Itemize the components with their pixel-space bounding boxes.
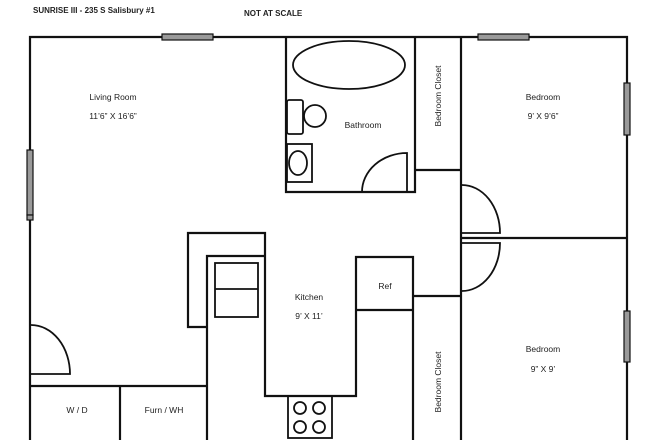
kitchen-size: 9’ X 11’	[295, 311, 323, 321]
window-left-lower	[26, 214, 34, 221]
windows	[26, 33, 631, 363]
closet-top-label: Bedroom Closet	[433, 65, 443, 127]
toilet-bowl-icon	[303, 104, 327, 128]
window-top-left	[161, 33, 214, 41]
bedroom-bottom-size: 9” X 9’	[531, 364, 556, 374]
living-room-size: 11’6” X 16’6”	[89, 111, 137, 121]
window-right-top	[623, 82, 631, 136]
toilet-tank-icon	[286, 99, 304, 135]
entry-door-swing-icon	[30, 324, 71, 375]
laundry	[30, 324, 207, 440]
bedroom-top-size: 9’ X 9’6”	[528, 111, 559, 121]
window-top-right	[477, 33, 530, 41]
kitchen-label: Kitchen	[295, 292, 324, 302]
ref-label: Ref	[378, 281, 392, 291]
kitchen	[186, 231, 415, 440]
furn-label: Furn / WH	[145, 405, 184, 415]
bathtub-icon	[292, 40, 406, 90]
window-left	[26, 149, 34, 216]
living-room-label: Living Room	[89, 92, 136, 102]
closet-bottom-label: Bedroom Closet	[433, 351, 443, 413]
sink-icon	[286, 143, 313, 183]
room-labels: Living Room 11’6” X 16’6” Bathroom Bedro…	[66, 65, 560, 415]
closets-and-bedrooms	[413, 37, 627, 440]
double-sink-icon	[214, 262, 259, 318]
plan-title: SUNRISE III - 235 S Salisbury #1	[33, 6, 155, 15]
stove-icon	[287, 395, 333, 439]
bedroom-bottom-label: Bedroom	[526, 344, 561, 354]
bedroom-top-label: Bedroom	[526, 92, 561, 102]
bedroom-top-door-swing-icon	[461, 184, 501, 234]
bathroom	[284, 37, 417, 194]
scale-note: NOT AT SCALE	[244, 9, 303, 18]
bathroom-label: Bathroom	[345, 120, 382, 130]
wd-label: W / D	[66, 405, 87, 415]
bathroom-door-swing-icon	[361, 152, 408, 193]
window-right-bottom	[623, 310, 631, 363]
bedroom-bottom-door-swing-icon	[461, 242, 501, 292]
